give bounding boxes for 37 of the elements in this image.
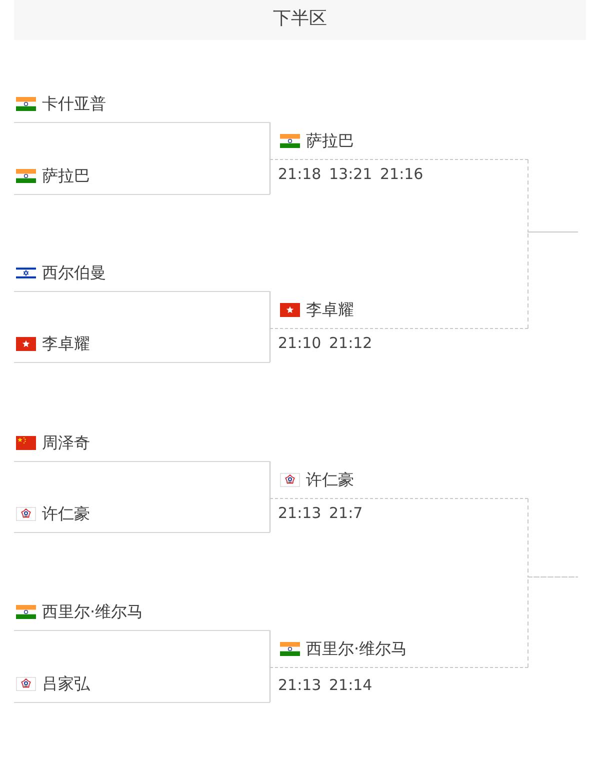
bracket-slot <box>270 469 528 499</box>
bracket-line <box>269 122 271 160</box>
dashed-bracket-line <box>528 576 578 668</box>
match-score: 21:18 13:21 21:16 <box>278 164 424 184</box>
bracket-line <box>269 498 271 532</box>
match-score: 21:13 21:7 <box>278 503 363 523</box>
bracket-slot <box>270 130 528 160</box>
bracket-line <box>269 630 271 668</box>
match-score: 21:10 21:12 <box>278 333 372 353</box>
bracket-slot <box>14 601 270 631</box>
player-name: 卡什亚普 <box>42 94 106 114</box>
player-name: 李卓耀 <box>42 334 90 354</box>
player-name: 李卓耀 <box>306 300 354 320</box>
player-name: 西尔伯曼 <box>42 263 106 283</box>
player-name: 吕家弘 <box>42 674 90 694</box>
player-name: 西里尔·维尔马 <box>42 602 144 622</box>
dashed-bracket-line <box>528 232 578 329</box>
section-header: 下半区 <box>14 0 586 40</box>
dashed-bracket-line <box>528 498 578 578</box>
bracket-slot <box>270 299 528 329</box>
bracket-line <box>269 328 271 362</box>
player-name: 萨拉巴 <box>306 131 354 151</box>
bracket-slot <box>14 432 270 462</box>
bracket-slot <box>14 262 270 292</box>
bracket-line <box>269 461 271 500</box>
bracket-slot <box>270 638 528 668</box>
player-name: 周泽奇 <box>42 433 90 453</box>
player-name: 西里尔·维尔马 <box>306 639 408 659</box>
player-name: 许仁豪 <box>42 504 90 524</box>
bracket-line <box>269 291 271 330</box>
bracket-line <box>269 666 271 702</box>
bracket-slot <box>14 93 270 123</box>
match-score: 21:13 21:14 <box>278 675 372 695</box>
player-name: 萨拉巴 <box>42 166 90 186</box>
bracket-line <box>269 158 271 194</box>
player-name: 许仁豪 <box>306 470 354 490</box>
dashed-bracket-line <box>528 159 578 232</box>
